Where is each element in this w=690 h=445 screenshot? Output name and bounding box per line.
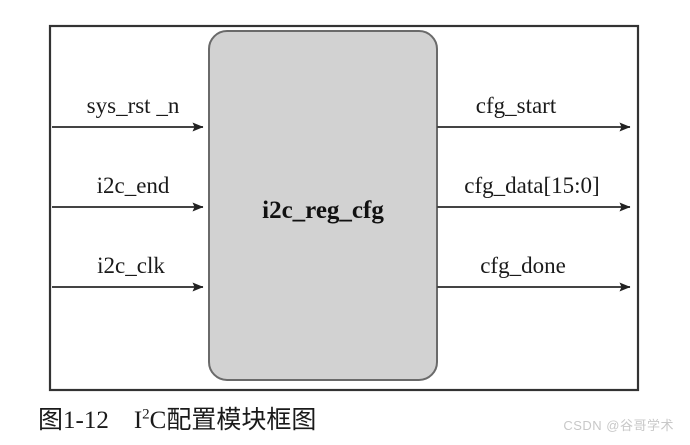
caption-gap [109, 407, 134, 434]
caption-superscript: 2 [142, 406, 150, 423]
input-label-sys-rst-n: sys_rst _n [87, 93, 180, 118]
caption-number: 图1-12 [38, 407, 109, 434]
output-arrow-cfg-start: cfg_start [437, 93, 631, 132]
output-arrow-cfg-data: cfg_data[15:0] [437, 173, 631, 212]
caption-text-after: C配置模块框图 [149, 407, 317, 434]
output-label-cfg-start: cfg_start [476, 93, 557, 118]
output-arrow-cfg-done: cfg_done [437, 253, 631, 292]
csdn-watermark: CSDN @谷哥学术 [563, 418, 674, 433]
input-arrow-i2c-end: i2c_end [52, 173, 204, 212]
output-label-cfg-data: cfg_data[15:0] [464, 173, 599, 198]
figure-caption: 图1-12 I2C配置模块框图 [38, 400, 316, 436]
caption-text-before: I [133, 407, 143, 434]
module-block [208, 30, 438, 381]
outer-frame [48, 24, 640, 392]
output-label-cfg-done: cfg_done [480, 253, 566, 278]
input-label-i2c-end: i2c_end [97, 173, 170, 198]
block-diagram: i2c_reg_cfg sys_rst _n i2c_end i2c_clk c… [48, 24, 640, 392]
input-label-i2c-clk: i2c_clk [97, 253, 165, 278]
input-arrow-sys-rst-n: sys_rst _n [52, 93, 204, 132]
module-block-label: i2c_reg_cfg [262, 197, 384, 224]
input-arrow-i2c-clk: i2c_clk [52, 253, 204, 292]
